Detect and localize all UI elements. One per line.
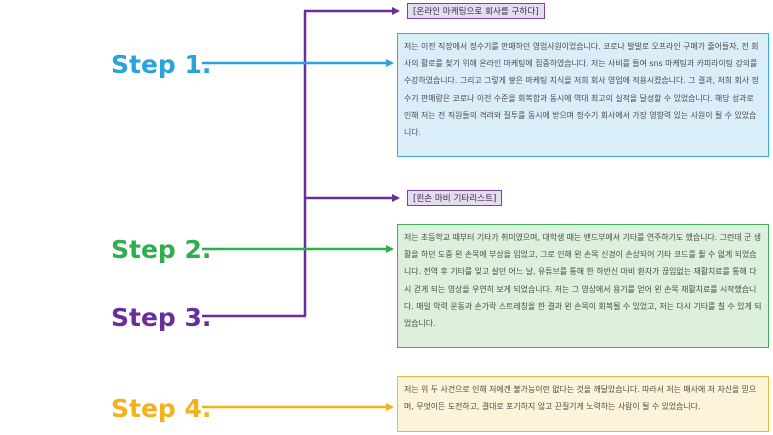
step3-label: Step 3. <box>111 303 212 332</box>
tag-left-hand-guitarist: [왼손 마비 기타리스트] <box>407 190 503 206</box>
story-box-guitar: 저는 초등학교 때부터 기타가 취미였으며, 대학생 때는 밴드부에서 기타를 … <box>397 224 769 348</box>
step4-label: Step 4. <box>111 394 212 423</box>
tag-online-marketing: [온라인 마케팅으로 회사를 구하다] <box>407 3 545 19</box>
step1-label: Step 1. <box>111 50 212 79</box>
conclusion-box: 저는 위 두 사건으로 인해 저에겐 불가능이란 없다는 것을 깨달았습니다. … <box>397 376 769 432</box>
step2-label: Step 2. <box>111 235 212 264</box>
story-box-marketing: 저는 이전 직장에서 정수기를 판매하던 영업사원이었습니다. 코로나 발발로 … <box>397 33 769 157</box>
